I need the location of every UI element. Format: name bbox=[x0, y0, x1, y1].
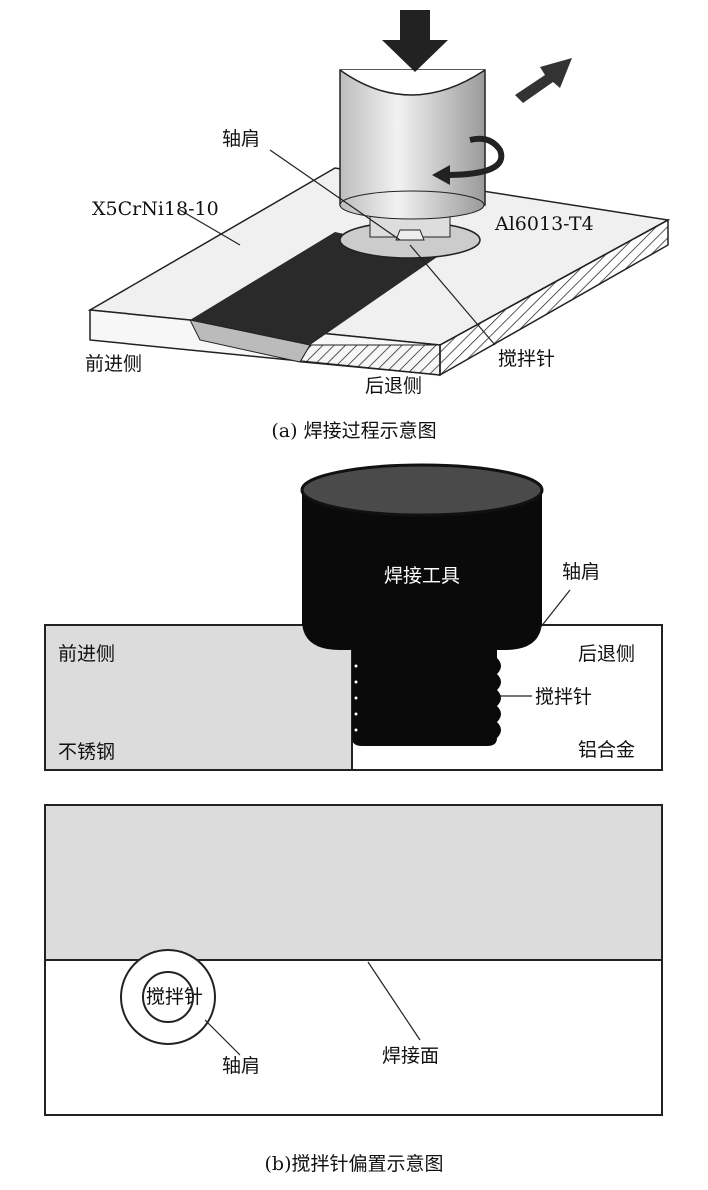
label-pin-b: 搅拌针 bbox=[535, 686, 592, 708]
rotation-arrow-icon bbox=[444, 135, 505, 178]
weld-seam bbox=[190, 232, 440, 345]
plates-top bbox=[44, 804, 663, 1116]
travel-arrow-icon bbox=[515, 58, 572, 103]
label-weld-interface: 焊接面 bbox=[382, 1045, 439, 1067]
welding-tool-3d bbox=[339, 69, 486, 259]
label-advancing-side-b: 前进侧 bbox=[58, 643, 115, 665]
label-shoulder-b: 轴肩 bbox=[562, 561, 600, 583]
caption-a: (a) 焊接过程示意图 bbox=[271, 420, 436, 442]
label-aluminum-grade: Al6013-T4 bbox=[494, 213, 594, 235]
leader-lines-a bbox=[179, 149, 496, 346]
label-aluminum-alloy: 铝合金 bbox=[578, 739, 635, 761]
label-stainless-steel: 不锈钢 bbox=[58, 741, 115, 763]
label-retreating-side-b: 后退侧 bbox=[578, 643, 635, 665]
label-pin-top: 搅拌针 bbox=[146, 986, 203, 1008]
label-tool: 焊接工具 bbox=[384, 565, 460, 587]
label-pin: 搅拌针 bbox=[498, 348, 555, 370]
caption-b: (b)搅拌针偏置示意图 bbox=[265, 1153, 444, 1175]
label-shoulder-top: 轴肩 bbox=[222, 1055, 260, 1077]
label-shoulder: 轴肩 bbox=[222, 128, 260, 150]
welding-tool-side bbox=[300, 463, 544, 746]
down-arrow-icon bbox=[382, 10, 448, 72]
label-advancing-side: 前进侧 bbox=[85, 353, 142, 375]
label-retreating-side: 后退侧 bbox=[365, 375, 422, 397]
label-steel-grade: X5CrNi18-10 bbox=[92, 198, 219, 220]
